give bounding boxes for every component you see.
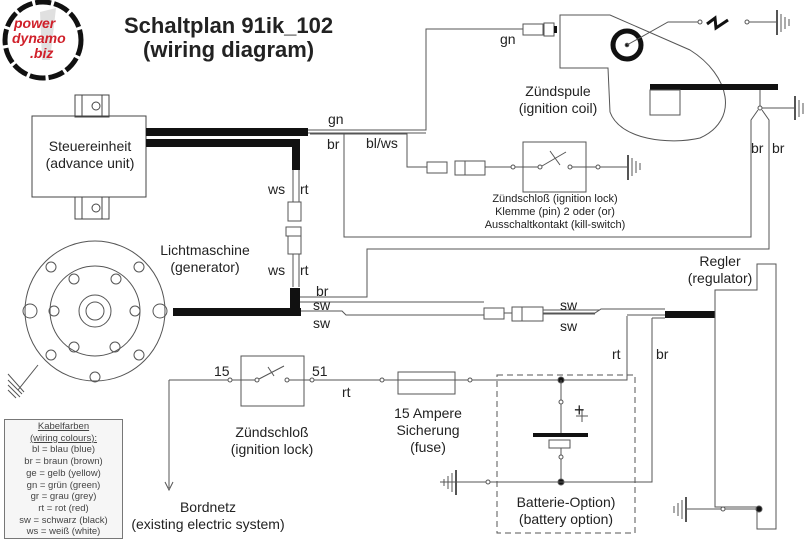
battery-plus-label: + [574,400,585,420]
generator-label: Lichtmaschine (generator) [150,242,260,276]
regulator-en: (regulator) [687,270,753,286]
battery-label: Batterie-Option) (battery option) [500,494,632,528]
legend-item: gn = grün (green) [26,479,101,491]
wire-label-rt2: rt [300,262,309,278]
wire-label-sw-gen1: sw [313,297,331,313]
legend-title-de: Kabelfarben [37,421,90,432]
logo-text-biz: .biz [30,45,54,61]
wire-label-br: br [327,136,340,152]
title-line2: (wiring diagram) [143,37,315,62]
wire-label-blws: bl/ws [366,135,398,151]
generator-cable [173,288,301,316]
wire-label-br-left: br [751,140,764,156]
advance-unit-label: Steuereinheit (advance unit) [38,138,142,172]
kill-switch-label: Zündschloß (ignition lock) Klemme (pin) … [470,193,640,232]
pin-15-label: 15 [214,363,230,379]
wire-label-br-right: br [772,140,785,156]
regulator-de: Regler [699,253,741,269]
legend-title-en: (wiring colours): [29,432,98,444]
wire-label-rt-lock: rt [342,384,351,400]
ignition-lock-label: Zündschloß (ignition lock) [220,424,324,458]
legend-item: bl = blau (blue) [31,444,96,456]
kill-switch-line3: Ausschaltkontakt (kill-switch) [484,219,626,231]
wire-label-ws1: ws [268,181,286,197]
kill-switch-line1: Zündschloß (ignition lock) [492,193,618,205]
wire-label-gn: gn [328,111,344,127]
ignition-coil-en: (ignition coil) [518,100,598,116]
wire-label-sw-right1: sw [560,297,578,313]
logo-text-power: power [14,15,56,31]
wires [7,10,804,534]
battery-line1: Batterie-Option) [516,494,616,510]
generator-en: (generator) [170,259,240,275]
legend-item: ge = gelb (yellow) [26,467,101,479]
fuse-label: 15 Ampere Sicherung (fuse) [380,405,476,456]
legend-item: gr = grau (grey) [30,491,97,503]
logo-text-dynamo: dynamo [12,30,66,46]
fuse-line3: (fuse) [410,439,446,455]
bordnetz-de: Bordnetz [179,499,237,515]
wire-label-gn-coil: gn [500,31,516,47]
legend-item: sw = schwarz (black) [19,514,108,526]
wiring-colour-legend: Kabelfarben (wiring colours): bl = blau … [4,419,123,539]
regulator-label: Regler (regulator) [680,253,760,287]
ignition-lock-en: (ignition lock) [230,441,314,457]
wire-label-br-reg: br [656,346,669,362]
wire-label-br-gen: br [316,283,329,299]
advance-unit-de: Steuereinheit [48,138,132,154]
generator-de: Lichtmaschine [160,242,250,258]
wire-label-ws2: ws [268,262,286,278]
pin-51-label: 51 [312,363,328,379]
battery-line2: (battery option) [518,511,614,527]
logo-icon [2,0,84,81]
advance-unit-block [31,94,147,220]
wire-label-rt1: rt [300,181,309,197]
title-line1: Schaltplan 91ik_102 [124,13,334,38]
fuse-line2: Sicherung [396,422,460,438]
legend-item: ws = weiß (white) [26,526,101,538]
wire-label-sw-right2: sw [560,318,578,334]
wire-label-rt-reg: rt [612,346,621,362]
kill-switch-line2: Klemme (pin) 2 oder (or) [495,206,615,218]
bordnetz-en: (existing electric system) [131,516,285,532]
fuse-line1: 15 Ampere [394,405,462,421]
ignition-lock-de: Zündschloß [235,424,309,440]
legend-item: br = braun (brown) [24,456,103,468]
advance-unit-en: (advance unit) [45,155,135,171]
legend-item: rt = rot (red) [38,502,89,514]
bordnetz-label: Bordnetz (existing electric system) [118,499,298,533]
ignition-coil-label: Zündspule (ignition coil) [508,83,608,117]
wire-label-sw-gen2: sw [313,315,331,331]
advance-unit-cables [146,128,308,170]
page-title: Schaltplan 91ik_102 (wiring diagram) [124,14,333,62]
ignition-coil-de: Zündspule [525,83,591,99]
